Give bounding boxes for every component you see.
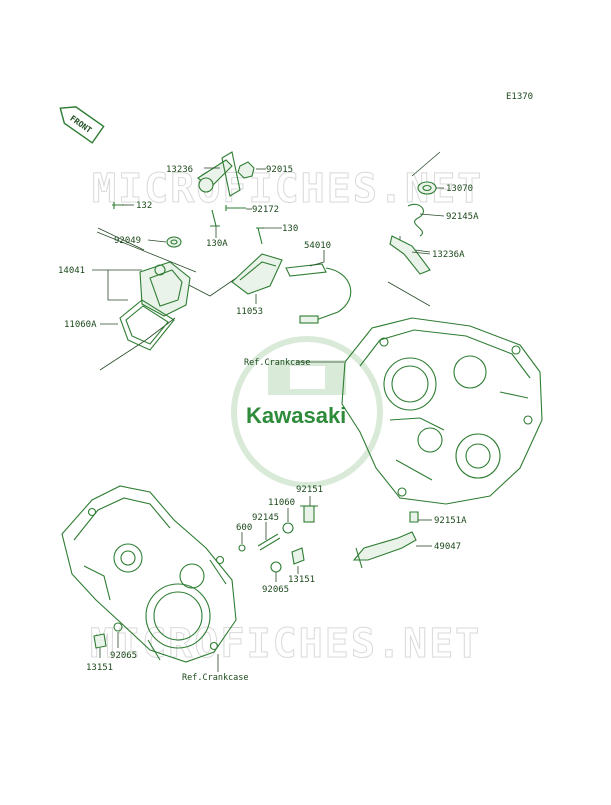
leader-lines <box>92 167 445 672</box>
ref-crankcase-bottom: Ref.Crankcase <box>182 673 249 683</box>
watermark-bottom: MICROFICHES.NET <box>90 621 481 668</box>
kawasaki-logo: Kawasaki <box>231 336 383 488</box>
label-92151a: 92151A <box>434 516 467 526</box>
label-14041: 14041 <box>58 266 85 276</box>
label-92145a: 92145A <box>446 212 479 222</box>
label-13236a: 13236A <box>432 250 465 260</box>
label-130: 130 <box>282 224 298 234</box>
shift-housing-assembly <box>96 151 352 371</box>
crankcase-left <box>61 485 237 663</box>
label-54010: 54010 <box>304 241 331 251</box>
crankcase-right <box>341 317 543 505</box>
neutral-switch-parts <box>93 505 419 649</box>
diagram-id: E1370 <box>506 92 533 102</box>
label-92049: 92049 <box>114 236 141 246</box>
label-92145: 92145 <box>252 513 279 523</box>
label-92151: 92151 <box>296 485 323 495</box>
label-13151-lower: 13151 <box>86 663 113 673</box>
label-132: 132 <box>136 201 152 211</box>
label-13070: 13070 <box>446 184 473 194</box>
shift-shaft-assembly <box>387 151 441 307</box>
label-11060a: 11060A <box>64 320 97 330</box>
label-11053: 11053 <box>236 307 263 317</box>
ref-crankcase-top: Ref.Crankcase <box>244 358 311 368</box>
label-92015: 92015 <box>266 165 293 175</box>
label-600: 600 <box>236 523 252 533</box>
part-labels: 13236 92015 132 92172 130A 130 92049 140… <box>58 165 479 673</box>
watermark-text-bottom: MICROFICHES.NET <box>90 621 481 667</box>
logo-text: Kawasaki <box>246 403 346 428</box>
label-92065-lower: 92065 <box>110 651 137 661</box>
label-13151: 13151 <box>288 575 315 585</box>
label-130a: 130A <box>206 239 228 249</box>
label-11060: 11060 <box>268 498 295 508</box>
label-92065: 92065 <box>262 585 289 595</box>
label-49047: 49047 <box>434 542 461 552</box>
label-92172: 92172 <box>252 205 279 215</box>
front-arrow-icon: FRONT <box>59 106 105 144</box>
label-13236: 13236 <box>166 165 193 175</box>
